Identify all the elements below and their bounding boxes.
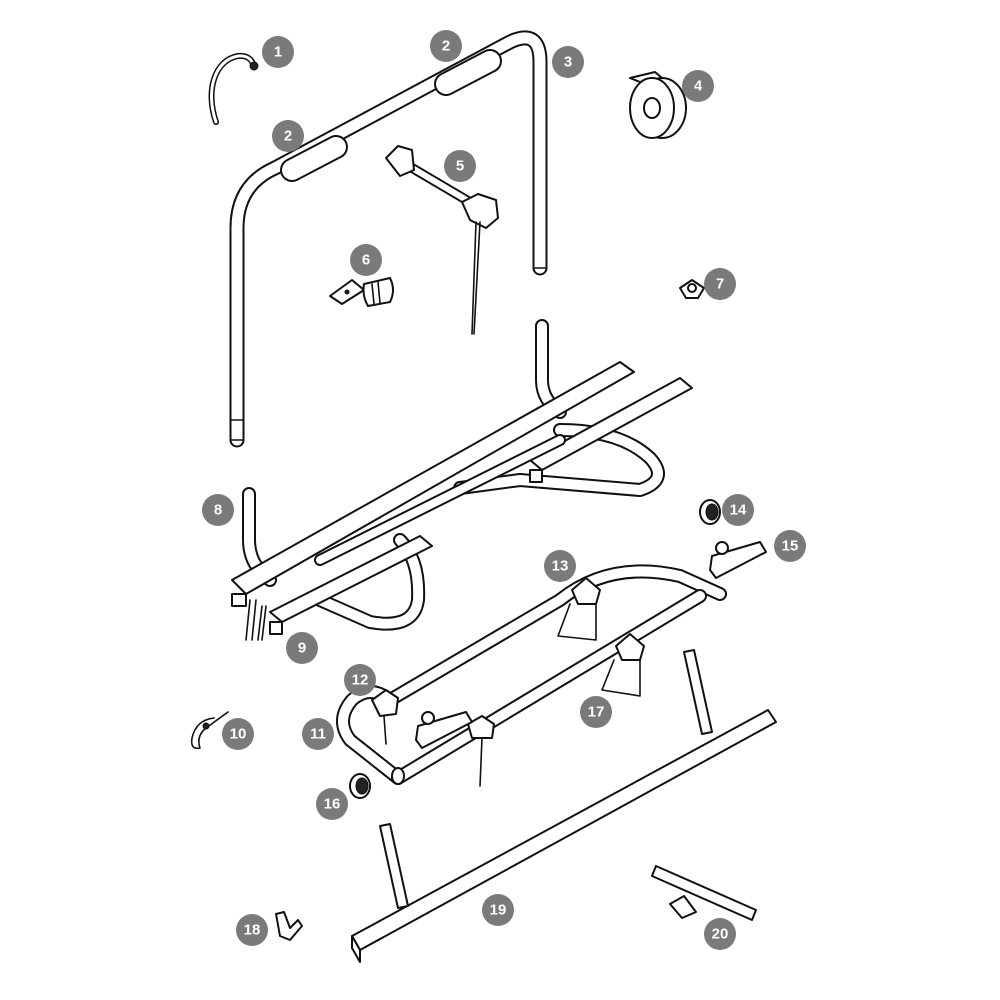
callout-6: 6 (350, 244, 382, 276)
part-6-clamp-sleeve (329, 277, 394, 307)
svg-text:11: 11 (310, 726, 326, 743)
callout-3: 3 (552, 46, 584, 78)
callout-11: 11 (302, 718, 334, 750)
part-2-foam-pad-upper (434, 49, 502, 96)
svg-text:10: 10 (230, 726, 247, 743)
callout-10: 10 (222, 718, 254, 750)
callout-13: 13 (544, 550, 576, 582)
part-11-carrier-frame (336, 564, 727, 785)
svg-text:12: 12 (352, 672, 369, 689)
svg-text:16: 16 (324, 796, 341, 813)
svg-text:19: 19 (490, 902, 507, 919)
svg-text:2: 2 (442, 38, 450, 55)
callout-17: 17 (580, 696, 612, 728)
svg-text:3: 3 (564, 54, 572, 71)
callout-2-upper: 2 (430, 30, 462, 62)
part-5-holding-arm (385, 145, 499, 335)
part-10-hook (190, 711, 229, 750)
svg-text:14: 14 (730, 502, 747, 519)
svg-text:13: 13 (552, 558, 569, 575)
part-14-end-cap (699, 499, 721, 525)
callout-1: 1 (262, 36, 294, 68)
svg-text:5: 5 (456, 158, 464, 175)
callout-7: 7 (704, 268, 736, 300)
part-19-lower-rail (351, 649, 777, 963)
callout-8: 8 (202, 494, 234, 526)
svg-text:20: 20 (712, 926, 729, 943)
svg-text:1: 1 (274, 44, 282, 61)
callout-18: 18 (236, 914, 268, 946)
svg-text:2: 2 (284, 128, 292, 145)
callout-9: 9 (286, 632, 318, 664)
part-20-strap (651, 865, 757, 921)
part-7-knob (679, 279, 705, 299)
part-4-tape-roll (629, 71, 687, 139)
part-15-latch-left (415, 711, 473, 749)
svg-text:8: 8 (214, 502, 222, 519)
callout-5: 5 (444, 150, 476, 182)
callout-12: 12 (344, 664, 376, 696)
svg-text:17: 17 (588, 704, 605, 721)
svg-text:18: 18 (244, 922, 261, 939)
part-3-upper-frame (229, 30, 548, 448)
part-16-end-cap (349, 773, 371, 799)
part-12-clamp (371, 689, 399, 745)
svg-text:6: 6 (362, 252, 370, 269)
part-18-clip (275, 911, 303, 941)
svg-text:4: 4 (694, 78, 703, 95)
part-9-rail (257, 535, 433, 641)
part-8-rail-assembly (231, 319, 693, 641)
callout-2-lower: 2 (272, 120, 304, 152)
part-15-latch (709, 541, 767, 579)
callout-4: 4 (682, 70, 714, 102)
part-13-bracket (557, 577, 601, 641)
svg-text:9: 9 (298, 640, 306, 657)
part-17-bracket (467, 633, 645, 787)
part-1-strap (208, 52, 259, 125)
callout-14: 14 (722, 494, 754, 526)
callout-19: 19 (482, 894, 514, 926)
svg-text:15: 15 (782, 538, 799, 555)
callout-20: 20 (704, 918, 736, 950)
callout-15: 15 (774, 530, 806, 562)
svg-text:7: 7 (716, 276, 724, 293)
callout-16: 16 (316, 788, 348, 820)
part-2-foam-pad-lower (280, 135, 348, 182)
